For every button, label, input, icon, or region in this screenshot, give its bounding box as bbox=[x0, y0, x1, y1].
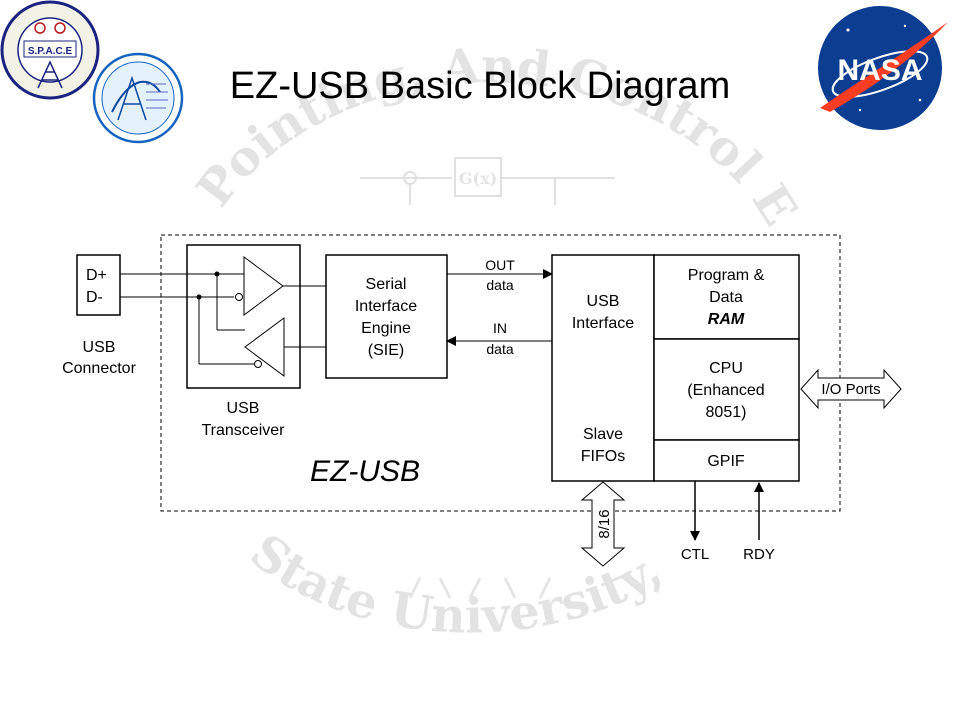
sie-label-1: Serial bbox=[366, 276, 407, 293]
ram-block: Program & Data RAM bbox=[653, 254, 800, 340]
usb-connector-label-2: Connector bbox=[62, 360, 136, 377]
sie-label-2: Interface bbox=[355, 298, 417, 315]
junction-dot bbox=[196, 294, 202, 300]
usb-interface-box bbox=[551, 254, 655, 482]
ram-label-1: Program & bbox=[688, 267, 765, 284]
page-title: EZ-USB Basic Block Diagram bbox=[230, 65, 730, 107]
bus-width-label: 8/16 bbox=[596, 509, 613, 538]
driver-buffer-icon bbox=[243, 256, 284, 316]
cpu-label-3: 8051) bbox=[706, 404, 747, 421]
sie-label-4: (SIE) bbox=[368, 342, 404, 359]
out-data-label-1: OUT bbox=[485, 257, 515, 273]
gpif-box bbox=[653, 439, 800, 482]
ctl-label: CTL bbox=[681, 546, 709, 563]
gpif-label: GPIF bbox=[707, 453, 745, 470]
out-data-label-2: data bbox=[486, 277, 513, 293]
io-ports-label: I/O Ports bbox=[821, 381, 880, 398]
sie-label-3: Engine bbox=[361, 320, 411, 337]
slave-fifos-label-1: Slave bbox=[583, 426, 623, 443]
io-ports-arrow: I/O Ports bbox=[800, 368, 902, 410]
ram-label-2: Data bbox=[709, 289, 743, 306]
dplus-dminus-wires bbox=[120, 273, 326, 368]
usb-interface-label-1: USB bbox=[587, 293, 620, 310]
ezusb-label: EZ-USB bbox=[310, 455, 420, 488]
watermark-bottom-marks bbox=[408, 577, 552, 599]
space-logo-text: S.P.A.C.E bbox=[28, 46, 73, 57]
dminus-label: D- bbox=[86, 289, 103, 306]
bus-width-arrow: 8/16 bbox=[580, 481, 626, 567]
usb-connector-box bbox=[76, 254, 121, 316]
sie-block: Serial Interface Engine (SIE) bbox=[325, 254, 448, 379]
sie-box bbox=[325, 254, 448, 379]
in-data-label-2: data bbox=[486, 341, 513, 357]
watermark-block-diagram bbox=[360, 157, 615, 205]
cpu-label-1: CPU bbox=[709, 360, 743, 377]
usb-transceiver-label-2: Transceiver bbox=[202, 422, 286, 439]
gpif-block: GPIF bbox=[653, 439, 800, 482]
slave-fifos-label-2: FIFOs bbox=[581, 448, 625, 465]
space-logo: S.P.A.C.E bbox=[0, 0, 100, 100]
cpu-label-2: (Enhanced bbox=[687, 382, 764, 399]
junction-dot bbox=[214, 271, 220, 277]
rdy-label: RDY bbox=[743, 546, 775, 563]
ram-label-3: RAM bbox=[708, 311, 745, 328]
ram-box bbox=[653, 254, 800, 340]
usb-interface-label-2: Interface bbox=[572, 315, 634, 332]
usb-interface-block: USB Interface Slave FIFOs bbox=[551, 254, 655, 482]
cpu-box bbox=[653, 338, 800, 441]
cpu-block: CPU (Enhanced 8051) bbox=[653, 338, 800, 441]
watermark-block-label: G(x) bbox=[459, 169, 497, 188]
nasa-logo: NASA bbox=[818, 6, 948, 130]
usb-transceiver-label-1: USB bbox=[227, 400, 260, 417]
university-logo bbox=[92, 52, 184, 144]
usb-connector-label-1: USB bbox=[83, 339, 116, 356]
nasa-logo-text: NASA bbox=[837, 54, 922, 87]
usb-connector: D+ D- USB Connector bbox=[62, 254, 137, 377]
dplus-label: D+ bbox=[86, 267, 107, 284]
in-data-label-1: IN bbox=[493, 320, 507, 336]
ezusb-boundary bbox=[160, 234, 841, 512]
